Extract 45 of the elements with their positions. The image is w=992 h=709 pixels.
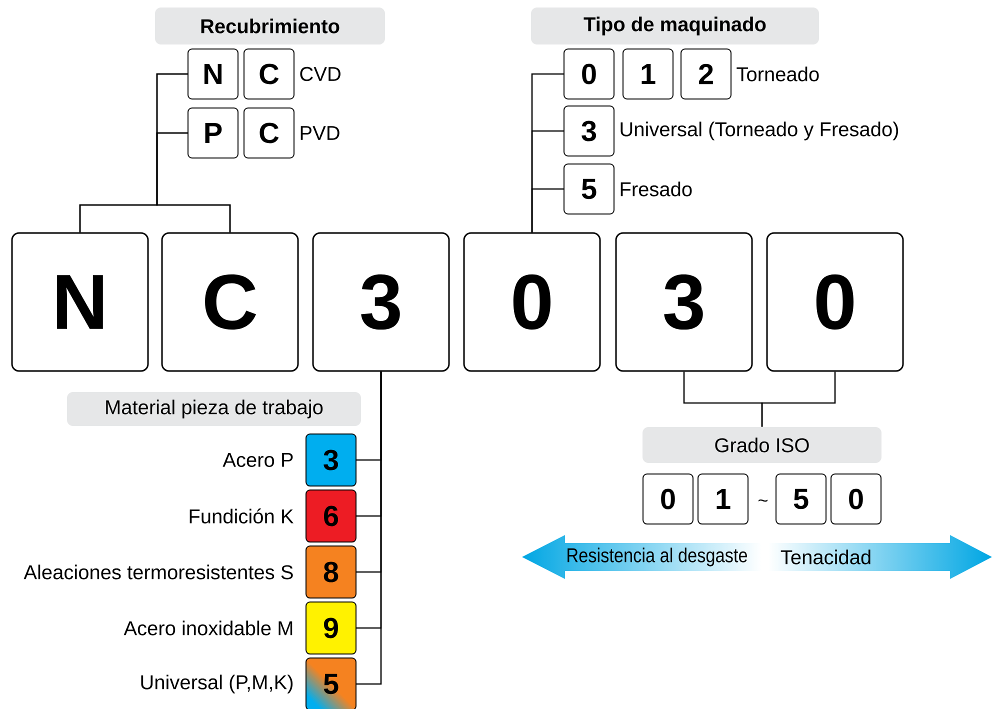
code-box: C (161, 232, 299, 372)
code-box: 0 (642, 474, 694, 524)
section-heading: Recubrimiento (155, 8, 385, 44)
code-description: Torneado (736, 66, 819, 82)
code-box: 0 (564, 48, 614, 100)
code-description: PVD (300, 126, 340, 140)
connector-line (761, 372, 836, 427)
code-box: 1 (698, 474, 748, 524)
code-box: C (244, 48, 294, 100)
arrow-label: Tenacidad (780, 550, 870, 564)
code-description: Universal (P,M,K) (141, 674, 293, 694)
range-sign: ~ (758, 499, 768, 502)
code-description: CVD (300, 66, 340, 82)
arrow-label: Resistencia al desgaste (568, 548, 748, 566)
code-box: 0 (766, 232, 904, 372)
code-box: 1 (622, 48, 674, 100)
connector-line (531, 188, 564, 232)
code-description: Universal (Torneado y Fresado) (620, 122, 898, 140)
material-code-box: 9 (306, 602, 356, 654)
section-heading: Grado ISO (642, 427, 882, 463)
code-box: P (188, 108, 238, 158)
code-box: 5 (564, 164, 614, 214)
code-box: 2 (680, 48, 732, 100)
section-heading: Tipo de maquinado (531, 8, 819, 44)
code-box: 0 (830, 474, 882, 524)
material-code-box: 5 (306, 658, 356, 709)
code-box: 0 (463, 232, 601, 372)
connector-line (356, 372, 382, 685)
material-code-box: 8 (306, 546, 356, 598)
code-description: Fresado (620, 182, 692, 196)
code-box: 3 (615, 232, 753, 372)
section-heading: Material pieza de trabajo (67, 392, 361, 426)
code-description: Fundición K (190, 508, 294, 524)
code-box: 3 (312, 232, 450, 372)
code-description: Aleaciones termoresistentes S (24, 564, 293, 580)
connector-line (156, 132, 231, 232)
code-box: 3 (564, 106, 614, 156)
material-code-box: 3 (306, 434, 356, 486)
code-description: Acero inoxidable M (124, 620, 292, 636)
code-box: N (11, 232, 149, 372)
code-description: Acero P (222, 453, 293, 467)
code-box: C (244, 108, 294, 158)
code-box: N (188, 48, 238, 100)
code-box: 5 (776, 474, 827, 524)
material-code-box: 6 (306, 490, 356, 542)
